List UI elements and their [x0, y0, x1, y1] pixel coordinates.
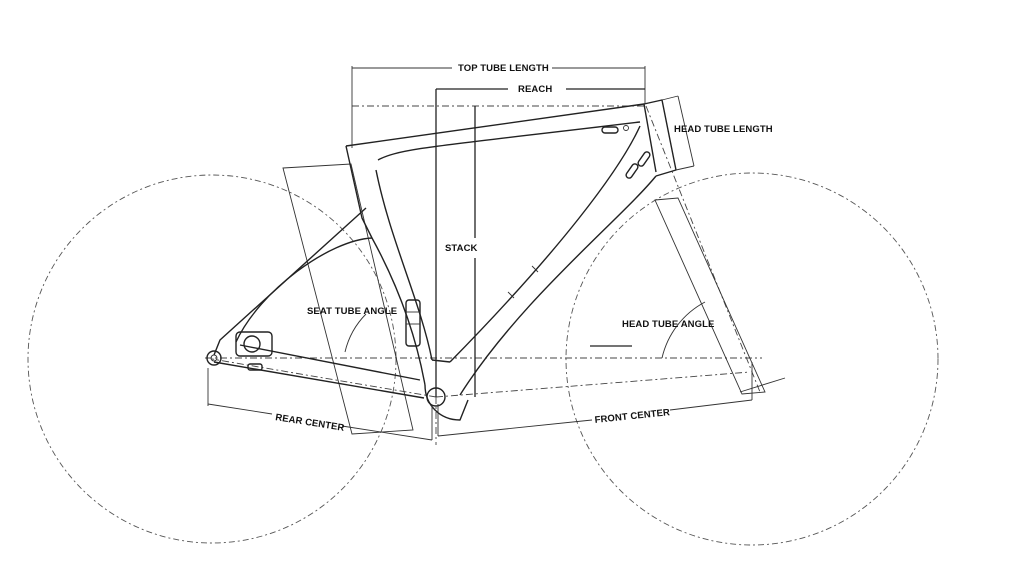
top-tube-length-label: TOP TUBE LENGTH [458, 63, 549, 74]
seat-tube-angle-label: SEAT TUBE ANGLE [307, 306, 397, 317]
head-tube-length-label: HEAD TUBE LENGTH [674, 124, 773, 135]
stack-label: STACK [445, 243, 478, 254]
construction-lines [205, 105, 762, 445]
front-wheel [565, 172, 939, 546]
front-center-label: FRONT CENTER [594, 407, 670, 426]
head-tube-angle-label: HEAD TUBE ANGLE [622, 319, 714, 330]
dimension-lines [207, 66, 753, 441]
rear-center-label: REAR CENTER [275, 412, 346, 434]
bike-frame [206, 99, 677, 421]
reach-label: REACH [518, 84, 552, 95]
reference-boxes [282, 163, 786, 435]
